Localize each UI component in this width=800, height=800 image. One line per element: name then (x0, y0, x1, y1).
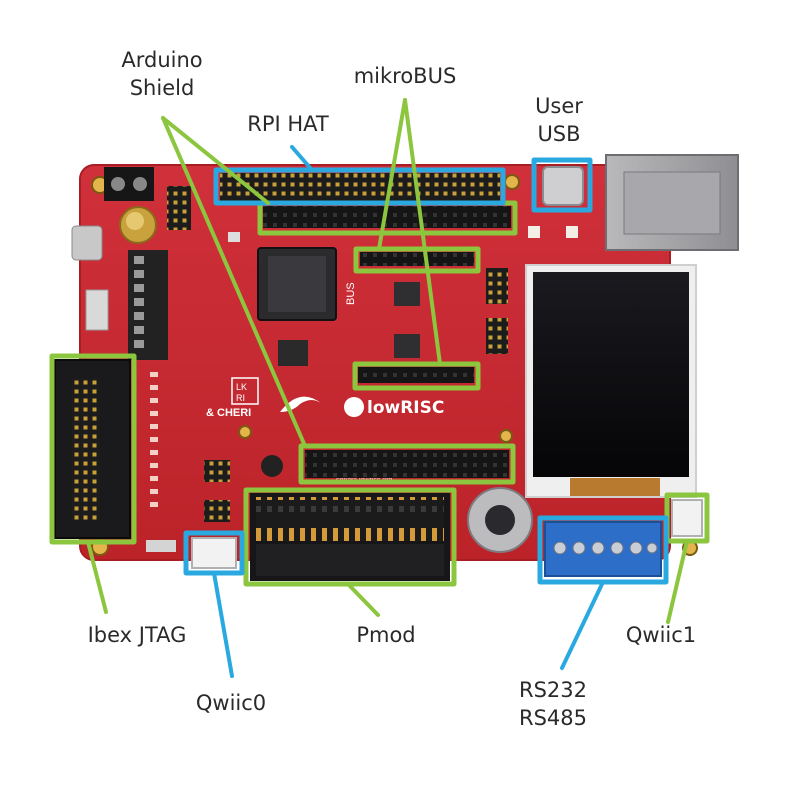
callout-line-mikrobus-1 (377, 98, 407, 251)
led-indicator (566, 226, 578, 238)
arduino-header-bottom (305, 450, 509, 478)
rpi-hat-header (220, 173, 500, 201)
lcd-screen (533, 272, 689, 477)
callout-line-arduino-2 (161, 116, 307, 448)
usb-c-port (71, 225, 103, 261)
user-usb-c-port (542, 166, 584, 206)
qwiic1-connector (671, 499, 703, 537)
logo-lowrisc: lowRISC (367, 398, 444, 418)
dip-switches (134, 256, 144, 348)
mounting-hole (504, 174, 520, 190)
mikrobus-header-bottom (358, 367, 474, 383)
label-user-usb: User USB (514, 92, 604, 148)
buzzer (261, 455, 283, 477)
label-rpi-hat-text: RPI HAT (247, 112, 329, 136)
label-rs232-text: RS232 (518, 678, 587, 702)
led-indicator (528, 226, 540, 238)
arduino-header-top (263, 206, 511, 228)
logo-bus: BUS (345, 282, 357, 305)
side-connector (85, 289, 109, 331)
label-mikrobus: mikroBUS (340, 62, 470, 90)
label-arduino-shield: Arduino Shield (92, 46, 232, 102)
callout-line-arduino-1 (161, 116, 270, 205)
callout-line-pmod (346, 582, 380, 617)
label-qwiic1-text: Qwiic1 (625, 623, 697, 647)
mounting-hole (238, 425, 252, 439)
small-connector (204, 460, 230, 482)
label-arduino-shield-line1: Arduino (121, 48, 203, 72)
small-header (486, 318, 508, 354)
ic-chip (394, 282, 420, 306)
terminal-screw (111, 177, 125, 191)
logo-lkri (231, 377, 259, 405)
label-qwiic1: Qwiic1 (606, 621, 716, 649)
callout-box-user-usb (531, 157, 593, 213)
mounting-hole (499, 429, 513, 443)
callout-lines (86, 98, 689, 678)
callout-line-rpi-hat (290, 145, 314, 172)
capacitor-top (126, 212, 144, 230)
callout-box-mikrobus-top (353, 246, 481, 274)
callout-line-qwiic1 (666, 539, 689, 624)
callout-box-mikrobus-bottom (352, 361, 481, 391)
fpga-chip-shine (268, 256, 326, 312)
small-header (486, 268, 508, 304)
pmod-socket (256, 544, 444, 576)
label-pmod: Pmod (336, 621, 436, 649)
regulator-chip (278, 340, 308, 366)
logo-lk: LK (236, 382, 247, 392)
label-mikrobus-text: mikroBUS (353, 64, 457, 88)
logo-ri: RI (236, 393, 245, 403)
pmod-pins (256, 497, 444, 541)
ic-chip (394, 334, 420, 358)
mikrobus-header-top (360, 252, 474, 266)
jtag-pins (72, 378, 100, 520)
callout-box-arduino-bottom (298, 443, 516, 485)
jumper-header (167, 186, 191, 230)
callout-line-ibex-jtag (86, 540, 108, 614)
label-pmod-text: Pmod (356, 623, 416, 647)
small-connector (204, 500, 230, 522)
callout-line-rs232 (560, 580, 605, 670)
label-ibex-jtag: Ibex JTAG (62, 621, 212, 649)
ethernet-jack-face (623, 171, 721, 235)
label-rs232-rs485: RS232 RS485 (498, 676, 608, 732)
led-column (150, 372, 158, 507)
lowrisc-logo-mark (344, 397, 364, 417)
label-user-usb-line1: User (535, 94, 583, 118)
label-rs485-text: RS485 (518, 706, 587, 730)
terminal-screws (553, 541, 658, 555)
joystick-knob (485, 505, 515, 535)
callout-line-mikrobus-2 (403, 98, 442, 366)
switch-button (146, 540, 176, 552)
label-qwiic0-text: Qwiic0 (195, 691, 267, 715)
qwiic0-connector (191, 537, 237, 569)
callout-line-qwiic0 (212, 571, 234, 678)
label-user-usb-line2: USB (537, 122, 581, 146)
terminal-screw (133, 177, 147, 191)
callout-box-ibex-jtag (49, 353, 137, 545)
lcd-ribbon (570, 478, 660, 496)
logo-cheri: & CHERI (206, 407, 251, 419)
small-chip (228, 232, 240, 242)
label-arduino-shield-line2: Shield (129, 76, 195, 100)
label-rpi-hat: RPI HAT (228, 110, 348, 138)
label-qwiic0: Qwiic0 (176, 689, 286, 717)
callout-box-rpi-hat (213, 167, 506, 206)
label-ibex-jtag-text: Ibex JTAG (87, 623, 187, 647)
